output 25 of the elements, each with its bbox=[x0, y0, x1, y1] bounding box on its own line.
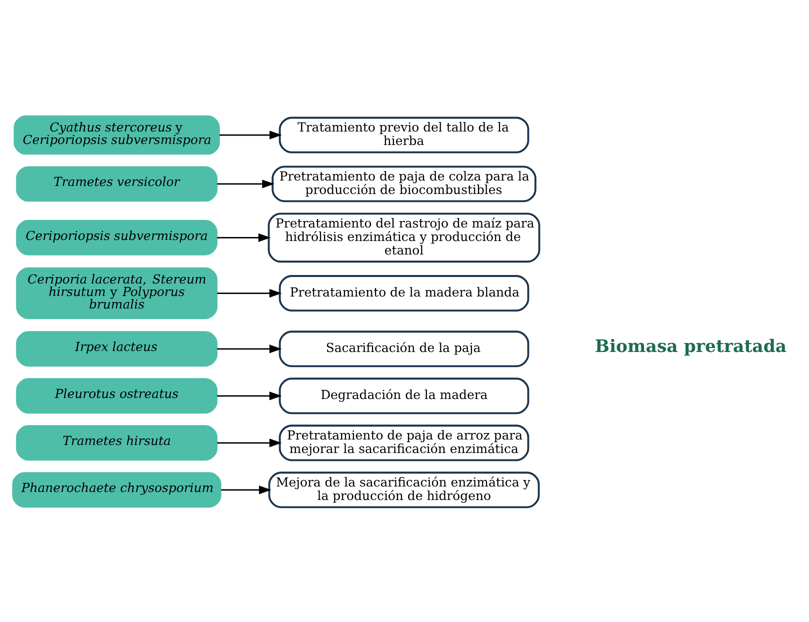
node-box: Degradación de la madera bbox=[278, 377, 530, 414]
arrow bbox=[217, 391, 282, 400]
node-box: Trametes versicolor bbox=[16, 166, 218, 202]
node-box: Pretratamiento de paja de arroz para mejorar la sacarificación enzimática bbox=[278, 424, 530, 461]
arrow bbox=[217, 344, 282, 353]
arrow bbox=[217, 232, 271, 242]
node-box: Cyathus stercoreus y Ceriporiopsis subversmispora bbox=[14, 114, 220, 154]
node-box: Ceriporia lacerata, Stereum hirsutum y Polyporus brumalis bbox=[16, 266, 218, 319]
node-box: Irpex lacteus bbox=[16, 330, 218, 366]
node-box: Mejora de la sacarificación enzimática y la producción de hidrógeno bbox=[268, 471, 540, 508]
node-box: Ceriporiopsis subvermispora bbox=[16, 219, 218, 255]
arrow bbox=[221, 485, 272, 494]
arrow bbox=[217, 438, 282, 447]
node-box: Pretratamiento de paja de colza para la producción de biocombustibles bbox=[272, 165, 536, 202]
node-box: Sacarificación de la paja bbox=[278, 330, 530, 367]
arrow bbox=[217, 179, 274, 188]
node-box: Phanerochaete chrysosporium bbox=[12, 472, 222, 508]
node-box: Tratamiento previo del tallo de la hierba bbox=[278, 116, 530, 153]
arrow bbox=[217, 288, 282, 298]
arrow bbox=[220, 130, 282, 139]
node-box: Trametes hirsuta bbox=[16, 424, 218, 460]
node-box: Pretratamiento del rastrojo de maíz para hidrólisis enzimática y producción de etanol bbox=[268, 212, 540, 262]
node-box: Pretratamiento de la madera blanda bbox=[278, 274, 530, 311]
node-box: Pleurotus ostreatus bbox=[16, 378, 218, 414]
label: Biomasa pretratada bbox=[594, 336, 787, 357]
